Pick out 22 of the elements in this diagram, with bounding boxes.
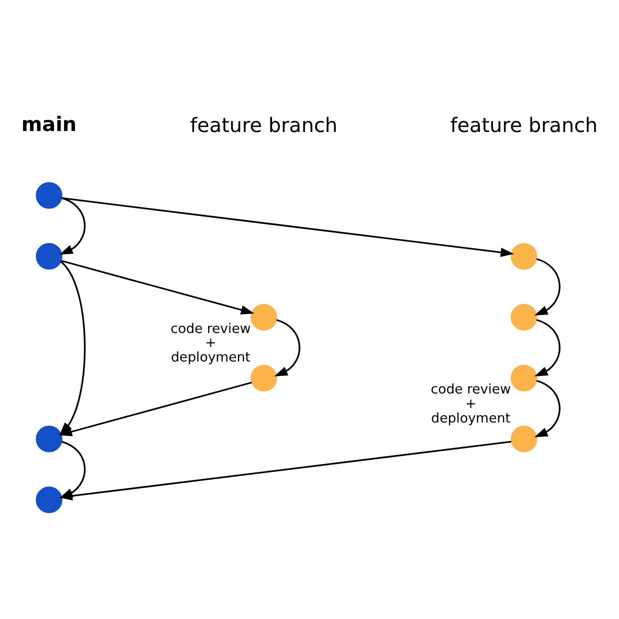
node-circle [36, 182, 62, 208]
node-label: code review + deployment [170, 321, 251, 366]
node-circle [510, 303, 538, 330]
node-circle [250, 364, 278, 391]
node-circle [250, 303, 278, 330]
node-circle [510, 242, 538, 270]
node-circle [36, 242, 62, 270]
node-circle [36, 425, 62, 452]
node-circle [510, 425, 538, 452]
arrow [61, 259, 254, 314]
label: main [21, 112, 77, 136]
label: feature branch [190, 114, 338, 137]
arrow [534, 379, 560, 437]
arrow [62, 196, 514, 256]
arrow [534, 258, 560, 315]
node-circle [36, 486, 62, 513]
label: feature branch [450, 114, 598, 137]
arrow [59, 196, 86, 254]
node-label: code review + deployment [430, 382, 511, 426]
node-circle [510, 364, 538, 391]
arrow [534, 318, 560, 376]
arrow [274, 318, 300, 376]
